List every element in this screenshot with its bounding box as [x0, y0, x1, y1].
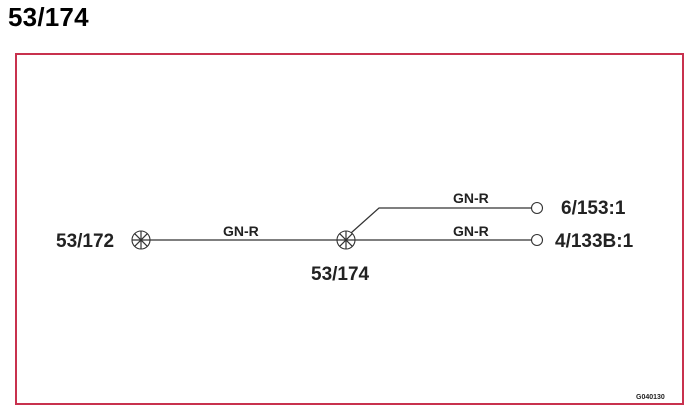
page-title: 53/174	[8, 2, 89, 32]
wire-top-branch-label: GN-R	[453, 190, 489, 206]
wire-left-label: GN-R	[223, 223, 259, 239]
terminal-top-label: 6/153:1	[561, 198, 626, 219]
left-splice-label: 53/172	[56, 231, 114, 252]
splice-icon-center	[336, 230, 356, 250]
diagram-frame	[15, 53, 684, 405]
terminal-bottom-label: 4/133B:1	[555, 231, 634, 252]
drawing-code: G040130	[636, 394, 665, 401]
wire-top-branch	[350, 207, 531, 234]
center-splice-label: 53/174	[311, 264, 370, 285]
splice-icon-left	[131, 230, 151, 250]
wire-bottom-branch-label: GN-R	[453, 223, 489, 239]
terminal-icon-top	[530, 201, 544, 215]
terminal-icon-bottom	[530, 233, 544, 247]
